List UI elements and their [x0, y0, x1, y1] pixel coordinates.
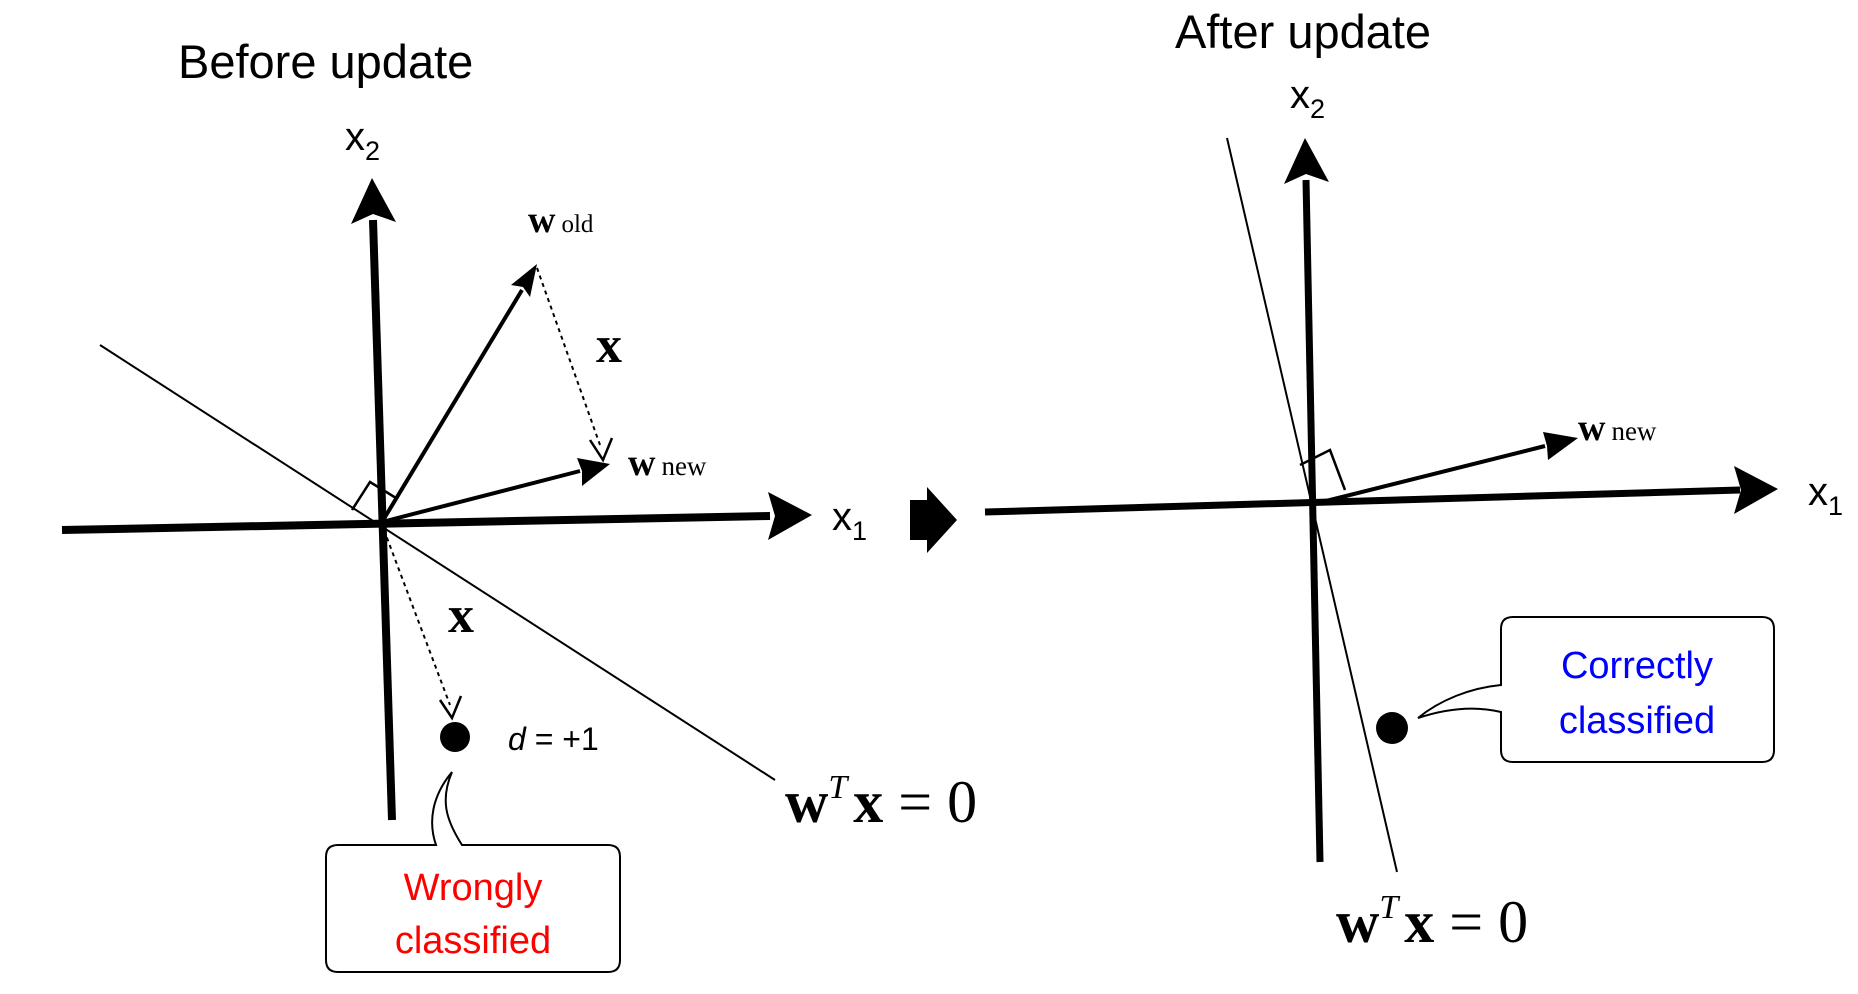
left-right-angle-marker	[350, 480, 397, 511]
right-right-angle-marker	[1299, 448, 1347, 491]
left-data-point	[440, 722, 470, 752]
left-decision-boundary	[99, 344, 776, 781]
right-x2-axis	[1284, 138, 1329, 863]
w-old-arrow	[380, 264, 537, 524]
x-vector-lower-label: x	[448, 587, 474, 644]
right-data-point	[1376, 712, 1408, 744]
wrongly-classified-line1: Wrongly	[404, 867, 543, 909]
right-w-new-arrow	[1309, 432, 1578, 507]
transition-arrow-icon	[910, 487, 957, 553]
wrongly-classified-callout	[325, 771, 621, 973]
correctly-classified-line1: Correctly	[1561, 645, 1713, 687]
d-label: d = +1	[508, 721, 599, 757]
after-update-title: After update	[1175, 5, 1431, 58]
correctly-classified-callout	[1417, 616, 1775, 763]
before-update-title: Before update	[178, 35, 473, 88]
wrongly-classified-line2: classified	[395, 920, 551, 962]
x-dashed-upper-arrow	[536, 267, 614, 463]
left-x2-label: x2	[345, 115, 380, 166]
left-x1-axis	[61, 492, 812, 540]
right-x1-axis	[984, 466, 1778, 516]
x-dashed-lower-arrow	[383, 529, 463, 721]
correctly-classified-line2: classified	[1559, 700, 1715, 742]
x-vector-upper-label: x	[596, 317, 622, 374]
left-x1-label: x1	[832, 495, 867, 546]
right-x1-label: x1	[1808, 470, 1843, 521]
right-x2-label: x2	[1290, 73, 1325, 124]
left-w-new-arrow	[381, 458, 610, 524]
